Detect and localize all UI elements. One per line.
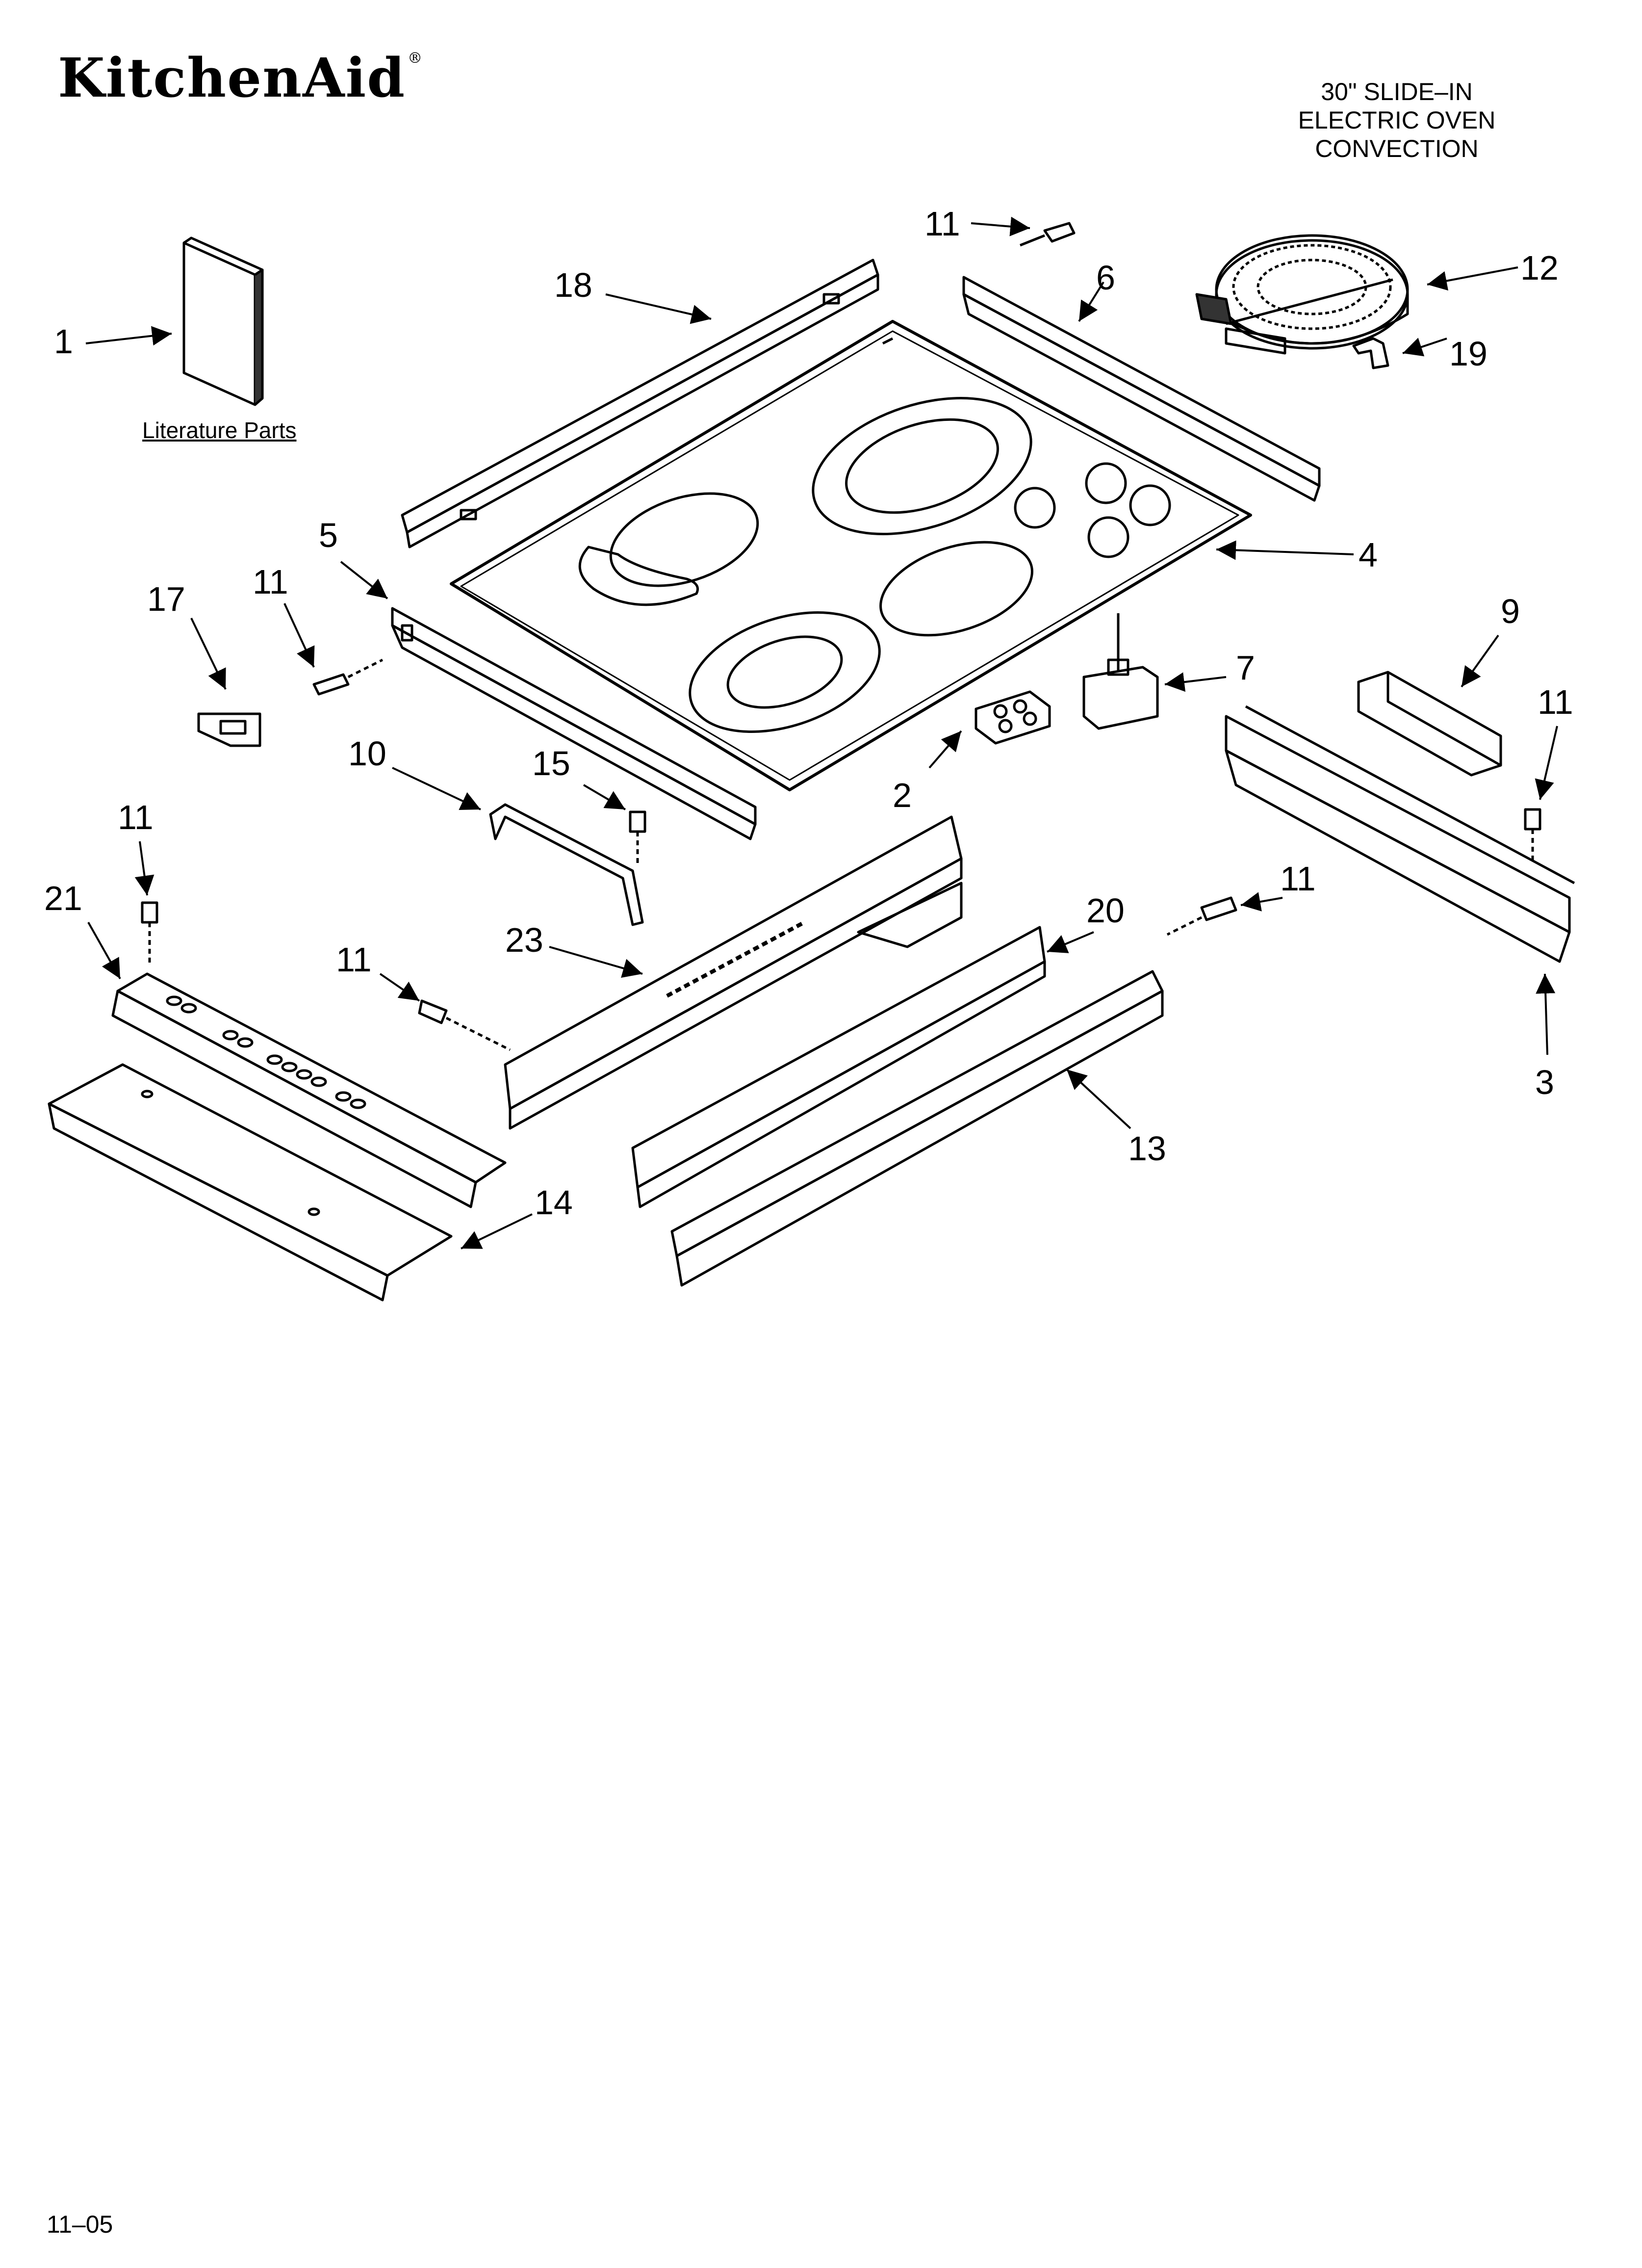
bottom-panel-14 [48,1063,453,1302]
callout-11-right-mid: 11 [1280,860,1316,898]
channel-20 [631,926,1046,1208]
callout-1: 1 [54,322,73,361]
model-line-3: CONVECTION [1315,135,1479,162]
literature-parts-label: Literature Parts [142,417,297,443]
screw-11-top [1020,222,1076,247]
callout-2: 2 [893,776,912,814]
side-rail-3 [1225,705,1575,963]
bracket-10 [489,803,644,926]
cooktop-glass-4 [450,320,1252,791]
callout-5: 5 [319,516,338,554]
callout-19: 19 [1449,335,1488,373]
callout-12: 12 [1520,249,1559,287]
vent-panel-23 [504,815,963,1130]
footer-date: 11–05 [47,2211,113,2238]
callout-3: 3 [1535,1063,1554,1101]
model-line-1: 30" SLIDE–IN [1321,78,1473,105]
screw-11-right [1524,808,1541,863]
control-panel-21 [111,972,507,1208]
callout-4: 4 [1359,536,1378,574]
brand-logo: KitchenAid® [58,51,423,105]
screw-11-center [418,999,511,1051]
callout-11-center: 11 [336,940,372,979]
screw-11-right-mid [1166,896,1237,936]
callout-18: 18 [554,266,592,304]
infinite-switch-7 [1082,613,1159,730]
callout-7: 7 [1236,649,1255,687]
callout-20: 20 [1086,891,1125,930]
callout-21: 21 [44,879,82,917]
callout-23: 23 [505,921,543,959]
callout-11-top: 11 [924,205,960,243]
screw-11-left [312,658,384,696]
callout-10: 10 [348,734,386,773]
callout-6: 6 [1096,259,1115,297]
callout-14: 14 [535,1183,573,1222]
callout-9: 9 [1501,592,1520,630]
terminal-block-2 [975,690,1051,745]
model-description: 30" SLIDE–IN ELECTRIC OVEN CONVECTION [1250,78,1544,163]
clip-19 [1352,337,1389,369]
screw-15 [629,810,646,863]
front-trim-5 [391,607,757,840]
callout-11-front: 11 [118,798,154,836]
callout-17: 17 [147,580,185,618]
radiant-element-12 [1195,234,1409,355]
rear-trim-6 [962,276,1321,502]
rear-trim-18 [401,259,879,548]
screw-11-front [141,901,158,966]
literature-booklet [182,236,264,406]
bracket-17 [197,712,261,747]
registered-mark: ® [408,50,424,67]
callout-13: 13 [1128,1129,1166,1168]
brand-logo-text: KitchenAid [58,46,406,109]
bracket-9 [1357,671,1502,777]
channel-13 [670,970,1164,1287]
callout-11-right: 11 [1538,683,1573,721]
callout-15: 15 [532,744,570,782]
callout-11-left: 11 [253,563,288,601]
model-line-2: ELECTRIC OVEN [1298,106,1496,134]
